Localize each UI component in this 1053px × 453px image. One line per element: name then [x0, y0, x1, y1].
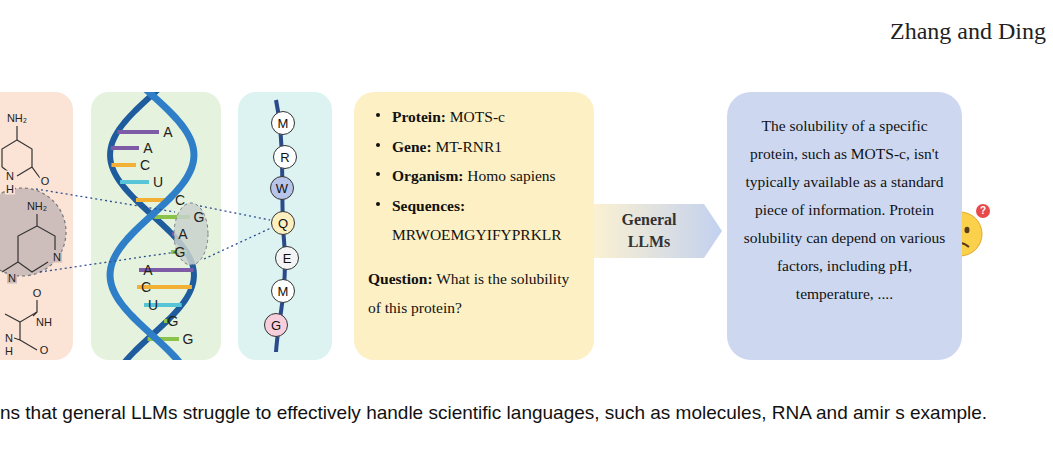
amino-acid-circle: Q [271, 211, 295, 235]
atom-label: H [4, 346, 14, 357]
atom-label: O [39, 345, 50, 356]
rna-base: G [168, 314, 179, 328]
info-box: Protein: MOTS-cGene: MT-RNR1Organism: Ho… [354, 92, 594, 360]
atom-label: NH₂ [6, 113, 28, 124]
atom-label: NH [35, 317, 53, 328]
atom-label: N [7, 273, 17, 284]
amino-letter: M [278, 117, 289, 130]
bullet [376, 202, 380, 206]
amino-letter: W [276, 182, 288, 195]
amino-letter: R [280, 151, 289, 164]
rna-base: C [140, 158, 150, 172]
amino-acid-circle: W [270, 176, 294, 200]
atom-label: NH₂ [26, 201, 48, 212]
highlight-ellipse [174, 203, 208, 265]
reply-text: The solubility of a specific protein, su… [743, 112, 946, 308]
rna-base: G [175, 245, 186, 259]
rna-base: A [178, 227, 187, 241]
info-item: Gene: MT-RNR1 [392, 132, 580, 162]
amino-acid-circle: M [271, 279, 295, 303]
bullet [376, 143, 380, 147]
rna-base: A [143, 141, 152, 155]
figure-caption: ns that general LLMs struggle to effecti… [0, 399, 1051, 427]
atom-label: N [52, 252, 62, 263]
amino-letter: E [283, 252, 292, 265]
llm-arrow: General LLMs [594, 204, 722, 258]
atom-label: O [32, 288, 43, 299]
rna-base: C [175, 193, 185, 207]
molecule-drawing [0, 126, 66, 350]
rna-base: U [148, 298, 158, 312]
amino-letter: M [278, 285, 289, 298]
question-text: Question: What is the solubility of this… [368, 264, 580, 323]
reply-box: The solubility of a specific protein, su… [727, 92, 962, 360]
amino-acid-circle: R [273, 145, 297, 169]
atom-label: H [5, 184, 15, 195]
rna-base: G [183, 332, 194, 346]
amino-acid-circle: G [264, 313, 288, 337]
running-header: Zhang and Ding [890, 19, 1046, 43]
atom-label: N [4, 333, 14, 344]
rna-base: C [141, 280, 151, 294]
rna-base: U [153, 175, 163, 189]
info-item: Protein: MOTS-c [392, 102, 580, 132]
bullet [376, 113, 380, 117]
rna-panel [91, 92, 221, 360]
rna-base: A [143, 263, 152, 277]
info-item: Organism: Homo sapiens [392, 161, 580, 191]
amino-letter: G [271, 319, 281, 332]
amino-acid-circle: M [271, 111, 295, 135]
amino-panel [238, 92, 332, 360]
question-badge: ? [980, 206, 986, 216]
atom-label: N [5, 171, 15, 182]
rna-base: G [194, 210, 205, 224]
rna-base: A [163, 125, 172, 139]
bullet [376, 172, 380, 176]
zoom-lines [36, 189, 271, 272]
amino-acid-circle: E [275, 246, 299, 270]
atom-label: O [40, 176, 51, 187]
info-item: Sequences: MRWOEMGYIFYPRKLR [392, 191, 580, 250]
amino-letter: Q [278, 217, 288, 230]
arrow-label: General LLMs [607, 209, 691, 253]
